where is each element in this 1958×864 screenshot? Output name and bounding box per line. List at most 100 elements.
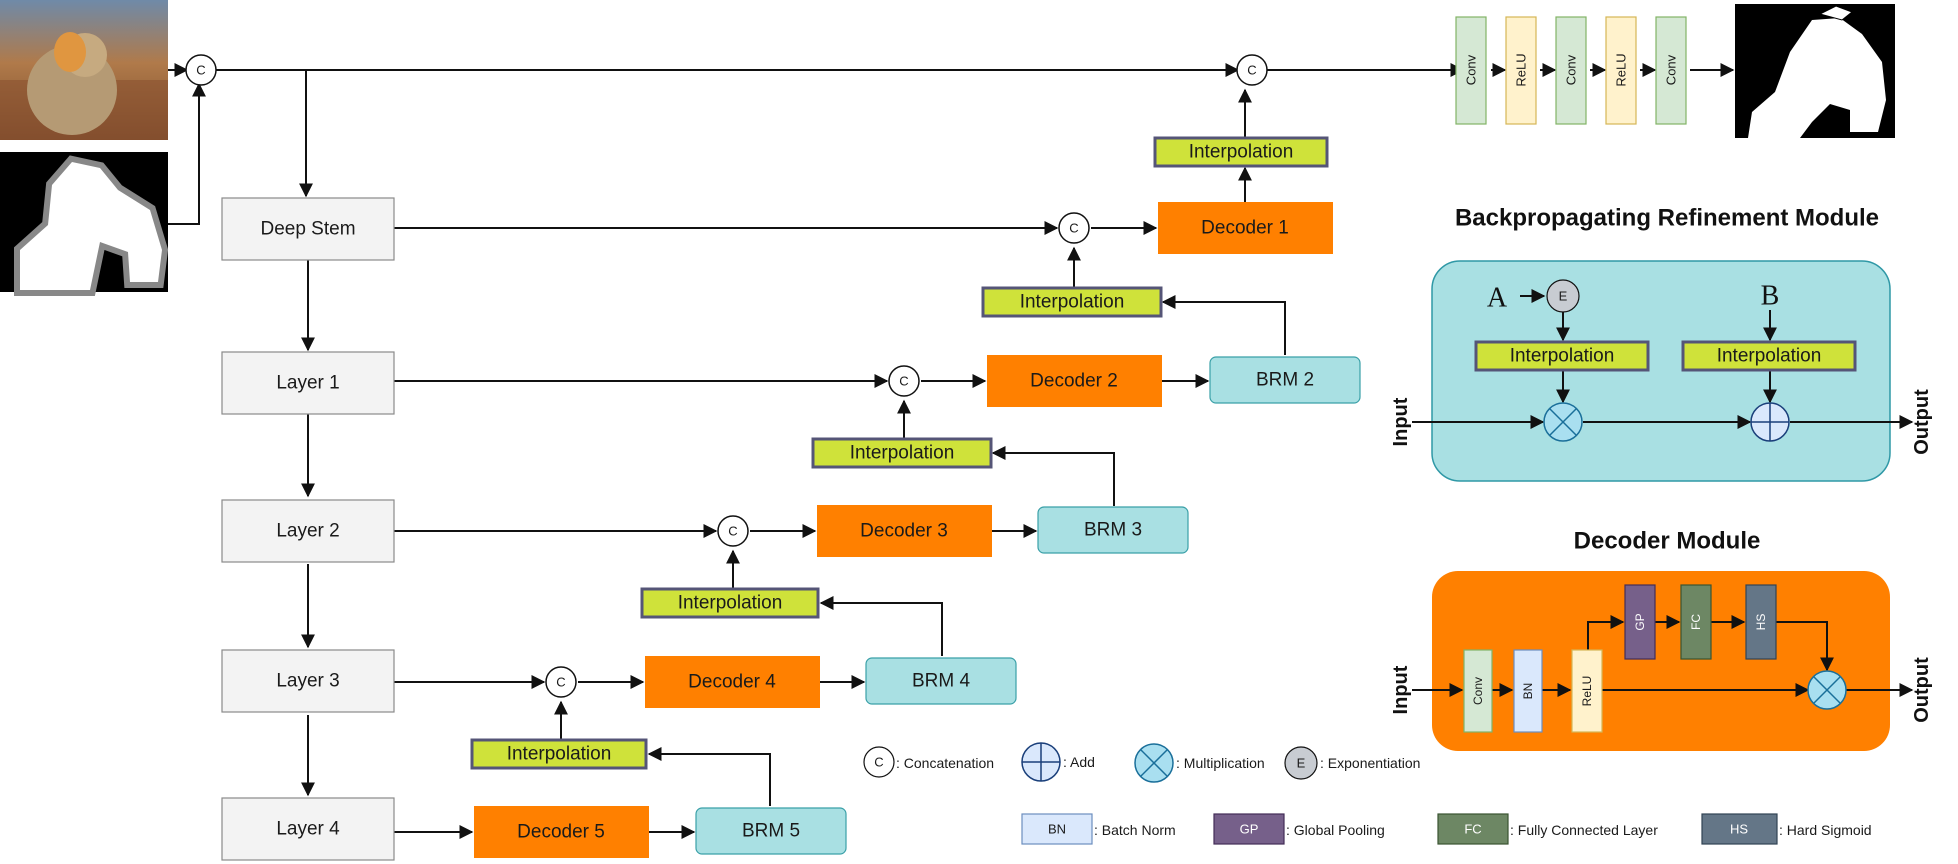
concat-node-top: C xyxy=(1236,54,1268,86)
svg-text:Interpolation: Interpolation xyxy=(1020,292,1125,313)
decoder3-block: Decoder 3 xyxy=(817,505,992,557)
svg-text:Interpolation: Interpolation xyxy=(1717,346,1822,367)
svg-text:HS: HS xyxy=(1754,614,1768,631)
deep-stem-block: Deep Stem xyxy=(221,197,395,261)
svg-text:BN: BN xyxy=(1048,822,1066,837)
svg-text:Layer 4: Layer 4 xyxy=(276,819,340,840)
interpolation-block-1: Interpolation xyxy=(981,286,1163,318)
decoder2-block: Decoder 2 xyxy=(987,355,1162,407)
svg-text:C: C xyxy=(1069,221,1078,236)
svg-text:: Concatenation: : Concatenation xyxy=(896,755,994,771)
svg-text:E: E xyxy=(1559,289,1568,304)
svg-text:GP: GP xyxy=(1240,822,1259,837)
interpolation-block-2: Interpolation xyxy=(811,437,993,469)
svg-text:BRM 5: BRM 5 xyxy=(742,821,800,842)
svg-text:: Hard Sigmoid: : Hard Sigmoid xyxy=(1779,822,1872,838)
brm-add-node xyxy=(1750,402,1790,442)
svg-text:C: C xyxy=(899,374,908,389)
svg-text:Interpolation: Interpolation xyxy=(1510,346,1615,367)
svg-text:ReLU: ReLU xyxy=(1614,53,1629,86)
head-relu-1: ReLU xyxy=(1505,16,1537,125)
legend-hs: HS : Hard Sigmoid xyxy=(1701,813,1872,845)
svg-text:: Multiplication: : Multiplication xyxy=(1176,755,1265,771)
svg-text:Decoder 3: Decoder 3 xyxy=(860,521,948,542)
svg-text:Decoder 2: Decoder 2 xyxy=(1030,371,1118,392)
legend-gp: GP : Global Pooling xyxy=(1213,813,1385,845)
input-trimap xyxy=(0,152,169,296)
legend-fc: FC : Fully Connected Layer xyxy=(1437,813,1658,845)
svg-text:E: E xyxy=(1297,756,1306,771)
dm-hs-block: HS xyxy=(1745,584,1777,660)
head-conv-2: Conv xyxy=(1555,16,1587,125)
svg-text:Conv: Conv xyxy=(1471,677,1485,705)
svg-text:Interpolation: Interpolation xyxy=(850,443,955,464)
interpolation-block-4: Interpolation xyxy=(470,738,648,770)
concat-node-decoder4: C xyxy=(545,666,577,698)
svg-text:HS: HS xyxy=(1730,822,1748,837)
layer3-block: Layer 3 xyxy=(221,649,395,713)
svg-text:Conv: Conv xyxy=(1464,54,1479,85)
brm-module-title: Backpropagating Refinement Module xyxy=(1455,205,1879,232)
svg-text:BN: BN xyxy=(1521,683,1535,700)
decoder4-block: Decoder 4 xyxy=(645,656,820,708)
decoder1-block: Decoder 1 xyxy=(1158,202,1333,254)
brm-label-b: B xyxy=(1761,281,1780,312)
svg-text:Conv: Conv xyxy=(1664,54,1679,85)
dm-conv-block: Conv xyxy=(1463,649,1493,733)
layer4-block: Layer 4 xyxy=(221,797,395,861)
svg-text:BRM 4: BRM 4 xyxy=(912,671,971,692)
svg-text:Interpolation: Interpolation xyxy=(1189,142,1294,163)
svg-text:C: C xyxy=(728,524,737,539)
brm-exp-node: E xyxy=(1546,279,1580,313)
svg-text:: Exponentiation: : Exponentiation xyxy=(1320,755,1420,771)
svg-text:: Global Pooling: : Global Pooling xyxy=(1286,822,1385,838)
dm-gp-block: GP xyxy=(1624,584,1656,660)
layer1-block: Layer 1 xyxy=(221,351,395,415)
svg-text:ReLU: ReLU xyxy=(1580,676,1594,707)
svg-text:C: C xyxy=(874,755,883,770)
brm4-block: BRM 4 xyxy=(865,657,1017,705)
dm-bn-block: BN xyxy=(1513,649,1543,733)
output-alpha-matte xyxy=(1735,4,1895,138)
svg-text:Decoder 1: Decoder 1 xyxy=(1201,218,1289,239)
layer2-block: Layer 2 xyxy=(221,499,395,563)
dm-relu-block: ReLU xyxy=(1571,649,1603,733)
svg-text:Conv: Conv xyxy=(1564,54,1579,85)
svg-text:Decoder 4: Decoder 4 xyxy=(688,672,776,693)
brm-interpolation-a: Interpolation xyxy=(1474,340,1650,372)
svg-text:Interpolation: Interpolation xyxy=(678,593,783,614)
legend-mult: : Multiplication xyxy=(1134,743,1265,783)
head-conv-3: Conv xyxy=(1655,16,1687,125)
svg-text:Layer 2: Layer 2 xyxy=(276,521,339,542)
svg-text:Interpolation: Interpolation xyxy=(507,744,612,765)
svg-text:Decoder 5: Decoder 5 xyxy=(517,822,605,843)
interpolation-block-top: Interpolation xyxy=(1153,136,1329,168)
dm-fc-block: FC xyxy=(1680,584,1712,660)
svg-text:C: C xyxy=(196,63,205,78)
brm3-block: BRM 3 xyxy=(1037,506,1189,554)
concat-node-decoder3: C xyxy=(717,515,749,547)
svg-text:: Fully Connected Layer: : Fully Connected Layer xyxy=(1510,822,1658,838)
dm-input-label: Input xyxy=(1390,665,1412,714)
svg-text:Layer 3: Layer 3 xyxy=(276,671,339,692)
edges xyxy=(168,63,1735,839)
head-conv-1: Conv xyxy=(1455,16,1487,125)
concat-node-decoder1: C xyxy=(1058,212,1090,244)
svg-text:ReLU: ReLU xyxy=(1514,53,1529,86)
svg-text:BRM 2: BRM 2 xyxy=(1256,370,1314,391)
svg-text:FC: FC xyxy=(1464,822,1481,837)
head-relu-2: ReLU xyxy=(1605,16,1637,125)
svg-text:BRM 3: BRM 3 xyxy=(1084,520,1142,541)
concat-node-input: C xyxy=(185,54,217,86)
svg-text:Layer 1: Layer 1 xyxy=(276,373,339,394)
dm-output-label: Output xyxy=(1911,657,1933,723)
brm2-block: BRM 2 xyxy=(1209,356,1361,404)
dm-mult-node xyxy=(1807,670,1847,710)
svg-text:Deep Stem: Deep Stem xyxy=(260,219,355,240)
brm5-block: BRM 5 xyxy=(695,807,847,855)
svg-text:C: C xyxy=(1247,63,1256,78)
legend-concat: C : Concatenation xyxy=(863,746,994,778)
brm-mult-node xyxy=(1543,402,1583,442)
decoder-module-title: Decoder Module xyxy=(1574,528,1761,555)
